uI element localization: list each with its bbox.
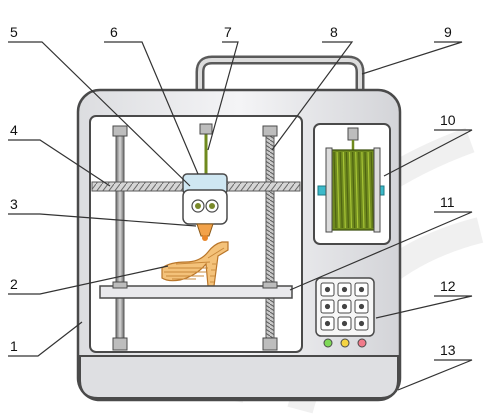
control-button-symbol [358, 320, 365, 327]
spool-filament-strand [352, 151, 356, 229]
control-button-symbol [324, 320, 331, 327]
spool-filament-strand [355, 151, 359, 229]
print-head [182, 173, 228, 225]
printer-base [79, 355, 399, 399]
leader-9 [361, 41, 463, 75]
leader-3 [8, 213, 197, 227]
spool-filament-strand [336, 151, 340, 229]
spool-filament-strand [339, 151, 343, 229]
build-plate [99, 285, 293, 299]
callout-7: 7 [224, 24, 232, 40]
carry-handle [195, 55, 365, 92]
control-panel [315, 277, 375, 337]
left-guide-rod [115, 127, 125, 347]
leader-12 [375, 295, 473, 319]
callout-13: 13 [440, 342, 456, 358]
callout-11: 11 [440, 194, 455, 210]
status-light [323, 338, 333, 348]
spool-filament-strand [342, 151, 346, 229]
control-button-symbol [324, 303, 331, 310]
callout-10: 10 [440, 112, 456, 128]
spool-filament-strand [361, 151, 365, 229]
spool-filament-strand [358, 151, 362, 229]
right-lead-screw [265, 127, 275, 347]
leader-13 [397, 359, 473, 391]
callout-labels: 1 2 3 4 5 6 7 8 9 10 11 12 13 [10, 24, 456, 358]
control-button-symbol [341, 286, 348, 293]
leader-7 [207, 41, 239, 151]
callout-5: 5 [10, 24, 18, 40]
leader-2 [8, 265, 169, 295]
spool-filament-strand [348, 151, 353, 229]
callout-8: 8 [330, 24, 338, 40]
callout-1: 1 [10, 338, 18, 354]
status-light [340, 338, 350, 348]
spool-filament-strand [367, 151, 371, 229]
spool-filament-strand [333, 151, 337, 229]
control-button-symbol [324, 286, 331, 293]
control-button-symbol [358, 286, 365, 293]
leader-10 [383, 129, 473, 177]
spool-filament-strand [364, 151, 368, 229]
printed-object [161, 241, 229, 287]
callout-6: 6 [110, 24, 118, 40]
callout-12: 12 [440, 278, 456, 294]
control-button-symbol [341, 303, 348, 310]
leader-8 [271, 41, 354, 151]
callout-9: 9 [444, 24, 452, 40]
callout-4: 4 [10, 122, 18, 138]
callout-3: 3 [10, 196, 18, 212]
control-button-symbol [341, 320, 348, 327]
status-lights [323, 338, 367, 348]
nozzle [196, 223, 214, 237]
leader-6 [104, 41, 199, 175]
leader-11 [289, 211, 473, 291]
spool-filament-strand [370, 151, 374, 229]
leader-4 [8, 139, 111, 187]
filament-spool [317, 127, 385, 233]
spool-filament-strand [345, 151, 349, 229]
control-button-symbol [358, 303, 365, 310]
status-light [357, 338, 367, 348]
leader-lines [8, 41, 473, 391]
leader-1 [8, 321, 83, 357]
callout-2: 2 [10, 276, 18, 292]
leader-5 [8, 41, 191, 187]
